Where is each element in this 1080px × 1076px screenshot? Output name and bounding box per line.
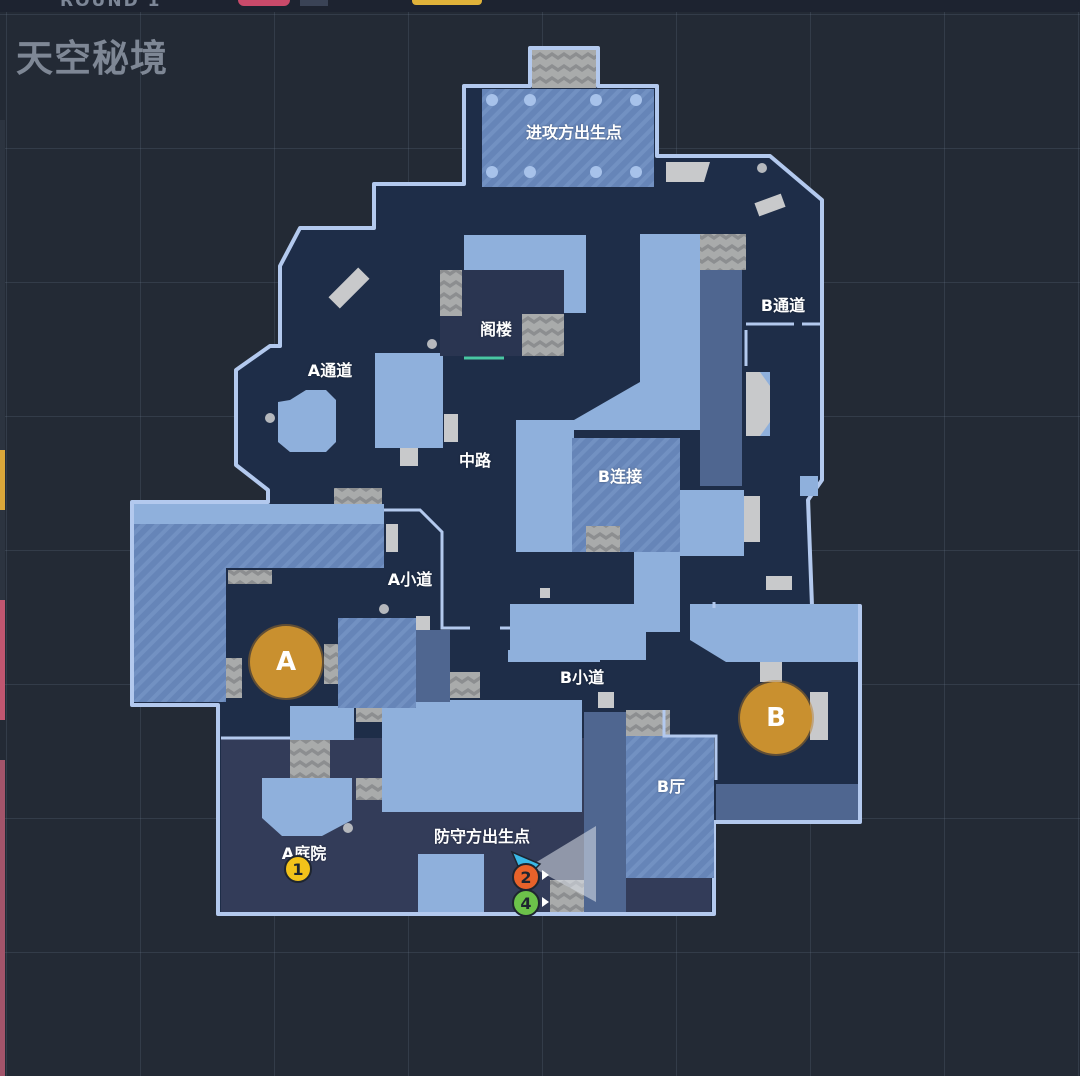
label-attic: 阁楼 <box>479 320 513 339</box>
site-b-marker[interactable]: B <box>740 682 812 754</box>
hud-marker <box>0 600 5 720</box>
label-attacker-spawn: 进攻方出生点 <box>525 123 623 142</box>
top-hud-bar: ROUND 1 <box>0 0 1080 12</box>
label-a-passage: A通道 <box>307 361 353 380</box>
teammate-direction-icon <box>542 870 549 880</box>
hud-chip <box>238 0 290 6</box>
spawn-posts <box>486 94 642 178</box>
label-a-alley: A小道 <box>387 570 433 589</box>
attacker-spawn-room <box>482 89 654 187</box>
round-label: ROUND 1 <box>60 0 162 11</box>
props <box>328 162 828 740</box>
hud-marker <box>0 450 5 510</box>
teammate-marker-4[interactable]: 4 <box>512 889 540 917</box>
map-title: 天空秘境 <box>16 37 168 80</box>
hud-chip <box>300 0 328 6</box>
label-b-alley: B小道 <box>559 668 605 687</box>
label-b-hall: B厅 <box>656 777 686 796</box>
site-a-marker[interactable]: A <box>250 626 322 698</box>
hud-chip <box>412 0 482 5</box>
pillars <box>265 163 767 833</box>
bottom-left-hud-strip <box>0 760 5 1076</box>
label-b-passage: B通道 <box>760 296 806 315</box>
vision-cone <box>530 826 596 902</box>
label-mid: 中路 <box>458 451 492 470</box>
label-defender-spawn: 防守方出生点 <box>433 827 531 846</box>
interior-walls <box>221 322 822 780</box>
label-b-link: B连接 <box>597 467 643 486</box>
teammate-direction-icon <box>542 897 549 907</box>
teammate-marker-2[interactable]: 2 <box>512 863 540 891</box>
left-hud-strip <box>0 120 5 720</box>
teammate-marker-1[interactable]: 1 <box>284 855 312 883</box>
spawn-gate <box>532 50 596 88</box>
